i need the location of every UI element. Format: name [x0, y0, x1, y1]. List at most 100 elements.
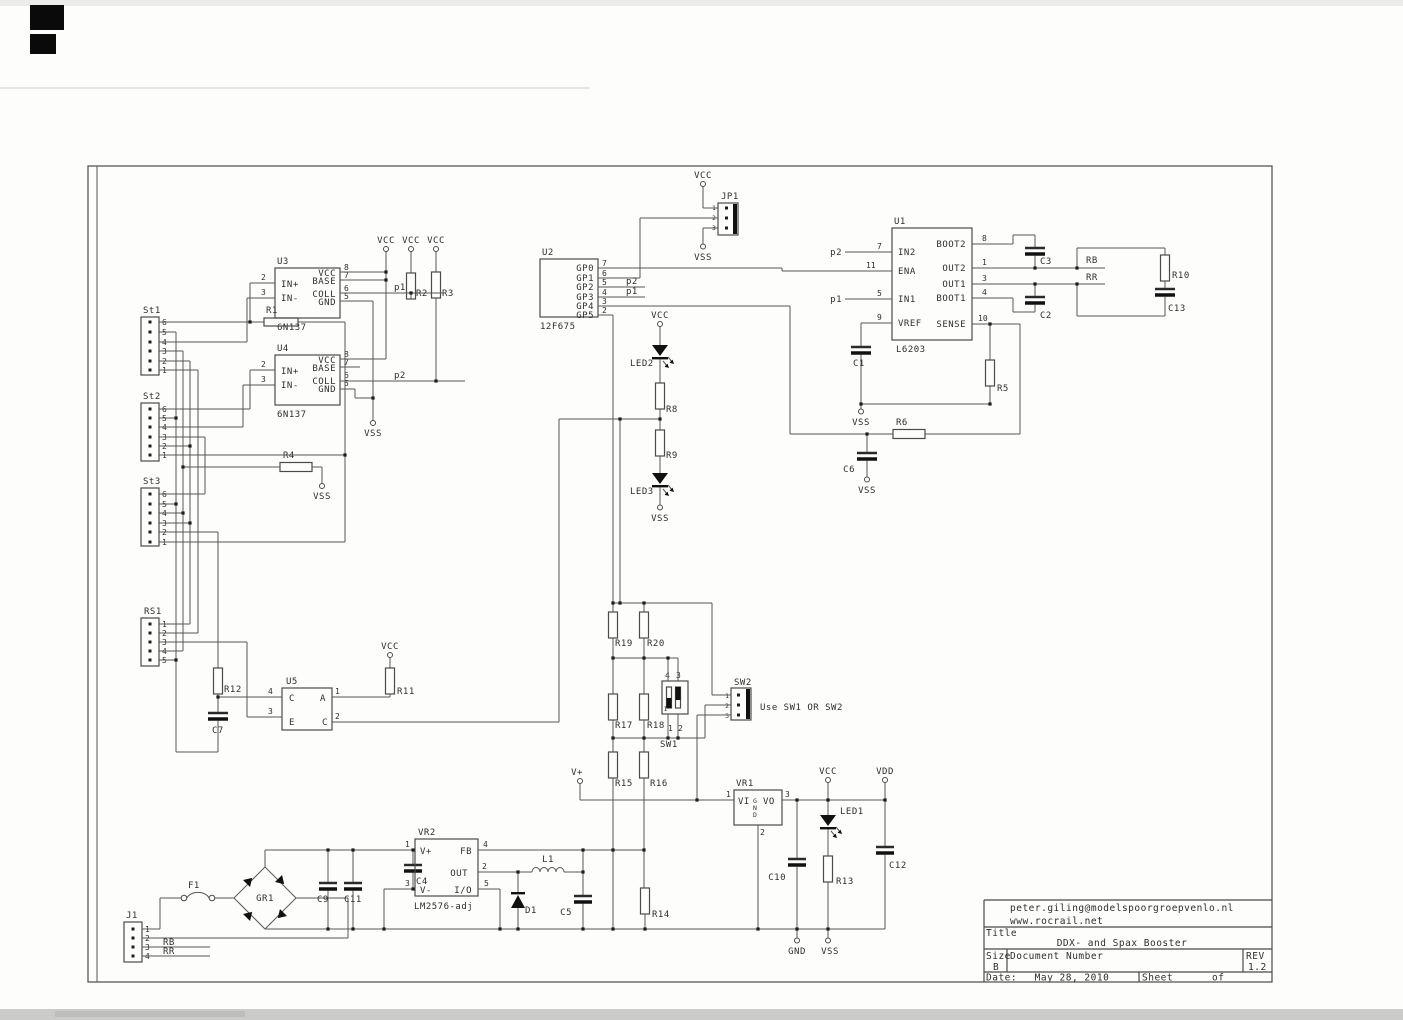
schematic-label: 2	[725, 702, 729, 710]
schematic-shape	[795, 798, 799, 802]
r15-label: R15	[615, 779, 633, 789]
schematic-label: 6	[602, 269, 607, 278]
vcc-symbol	[657, 321, 663, 327]
diode-symbol	[669, 359, 674, 364]
r19-label: R19	[615, 639, 633, 649]
schematic-shape	[248, 320, 252, 324]
schematic-shape	[1075, 282, 1079, 286]
vdd-label: VDD	[876, 767, 894, 777]
schematic-shape	[371, 396, 375, 400]
schematic-shape	[148, 416, 152, 420]
schematic-shape	[516, 870, 520, 874]
vss-label: VSS	[821, 947, 839, 957]
schematic-shape	[652, 357, 668, 360]
schematic-shape	[746, 689, 750, 719]
c1-label: C1	[853, 359, 865, 369]
schematic-shape	[725, 216, 728, 220]
connector-st2	[140, 402, 160, 462]
connector-st3	[140, 487, 160, 547]
schematic-label: IN+	[281, 367, 299, 377]
resistor-r6	[892, 428, 926, 440]
schematic-label: 1	[725, 692, 729, 700]
connector-sw2	[730, 687, 752, 721]
schematic-shape	[642, 601, 646, 605]
resistor-r20	[638, 611, 650, 639]
c3-label: C3	[1040, 257, 1052, 267]
date-value: May 28, 2010	[1035, 973, 1110, 984]
schematic-shape	[1033, 282, 1037, 286]
gnd-symbol	[794, 937, 800, 944]
p2-net-label: p2	[626, 277, 638, 287]
led1-diode	[820, 815, 836, 826]
schematic-shape	[148, 425, 152, 429]
schematic-shape	[498, 927, 502, 931]
schematic-label: 7	[877, 242, 882, 251]
gr1-label: GR1	[256, 894, 274, 904]
schematic-label: V+	[420, 847, 432, 857]
vss-label: VSS	[852, 418, 870, 428]
r6-label: R6	[896, 418, 908, 428]
schematic-label: GND	[318, 298, 336, 308]
c5-label: C5	[560, 908, 572, 918]
schematic-shape	[188, 444, 192, 448]
resistor-r4	[279, 461, 313, 473]
rb-net-label: RB	[163, 938, 175, 948]
inductor-l1	[531, 867, 565, 873]
doc-number-label: Document Number	[1010, 951, 1103, 962]
r11-label: R11	[397, 687, 415, 697]
rev-label: REV	[1246, 951, 1265, 962]
resistor-r5	[984, 359, 996, 387]
schematic-label: 2	[335, 712, 340, 721]
u2-part: 12F675	[540, 322, 576, 332]
schematic-shape	[643, 927, 647, 931]
schematic-shape	[351, 927, 355, 931]
schematic-label: GP2	[576, 283, 594, 293]
schematic-label: C	[289, 694, 295, 704]
schematic-shape	[642, 848, 646, 852]
schematic-label: 1	[335, 687, 340, 696]
u3-refdes: U3	[277, 257, 289, 267]
author-email: peter.giling@modelspoorgroepvenlo.nl	[1010, 903, 1234, 914]
schematic-shape	[988, 322, 992, 326]
resistor-r17	[607, 693, 619, 721]
r4-label: R4	[283, 451, 295, 461]
fuse-f1	[180, 894, 188, 902]
schematic-label: IN2	[898, 248, 916, 258]
schematic-label: 3	[405, 879, 410, 888]
u1-refdes: U1	[894, 217, 906, 227]
vplus-symbol	[577, 778, 583, 784]
vcc-label: VCC	[402, 236, 420, 246]
vss-symbol	[370, 420, 376, 426]
transistor-u5	[281, 687, 333, 731]
schematic-shape	[343, 453, 347, 457]
c6-label: C6	[843, 465, 855, 475]
schematic-label: 8	[982, 234, 987, 243]
schematic-shape	[737, 693, 740, 697]
schematic-label: G	[753, 797, 757, 805]
c4-label: C4	[416, 877, 428, 887]
u4-refdes: U4	[277, 344, 289, 354]
vcc-symbol	[383, 246, 389, 252]
schematic-shape	[581, 848, 585, 852]
schematic-label: 3	[785, 790, 790, 799]
schematic-shape	[581, 870, 585, 874]
schematic-shape	[1075, 266, 1079, 270]
vdd-symbol	[882, 777, 888, 783]
vcc-symbol	[408, 246, 414, 252]
schematic-shape	[988, 402, 992, 406]
resistor-r16	[638, 751, 650, 779]
vss-label: VSS	[651, 514, 669, 524]
vss-label: VSS	[694, 253, 712, 263]
schematic-label: BOOT1	[936, 294, 966, 304]
vcc-label: VCC	[381, 642, 399, 652]
bridge-diode	[242, 877, 253, 888]
schematic-label: 3	[982, 274, 987, 283]
terminal-symbol	[208, 894, 216, 902]
schematic-label: 1	[982, 258, 987, 267]
r14-label: R14	[652, 910, 670, 920]
schematic-shape	[516, 927, 520, 931]
schematic-label: 2	[760, 828, 765, 837]
